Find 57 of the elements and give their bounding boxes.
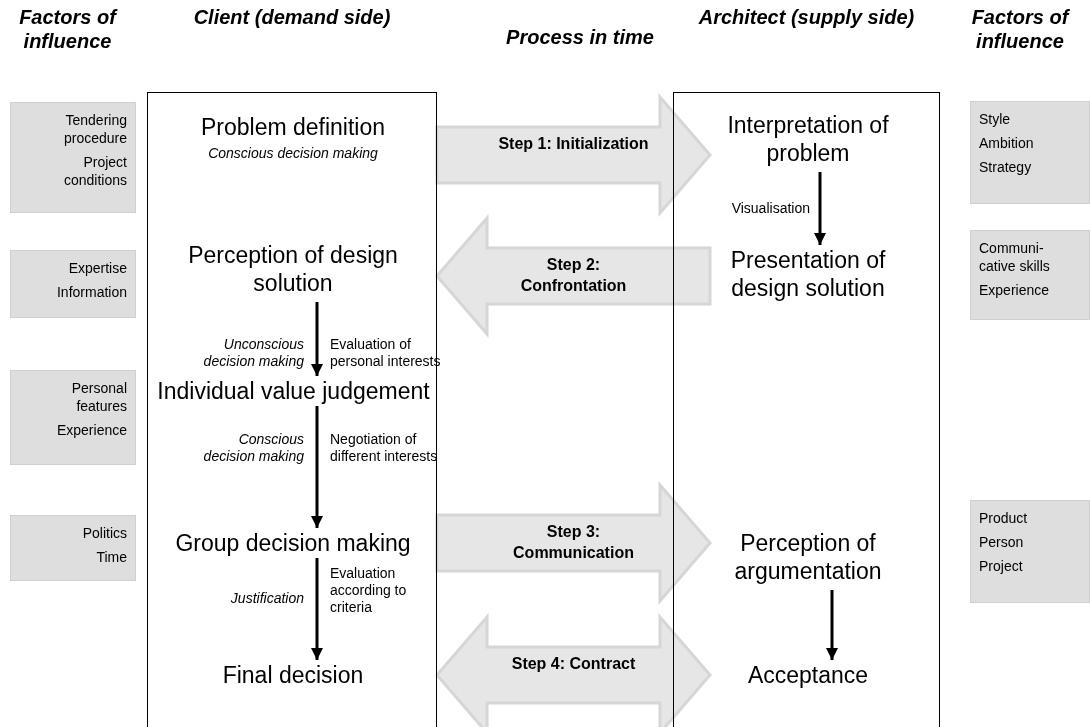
column-heading: Architect (supply side)	[697, 5, 916, 29]
factor-box	[10, 102, 136, 213]
column-heading: Factors of influence	[18, 5, 119, 53]
factor-text: Strategy	[979, 158, 1033, 176]
arrow	[311, 406, 323, 528]
stage-title: Perception of design solution	[187, 241, 399, 297]
edge-label: Justification	[229, 590, 304, 607]
block-arrow	[435, 612, 712, 727]
factor-text: Experience	[55, 421, 127, 439]
stage-title: Acceptance	[746, 661, 870, 689]
annotation-text: Evaluation according to criteria	[330, 565, 408, 616]
factor-box	[10, 515, 136, 581]
edge-label: Step 2: Confrontation	[519, 255, 628, 296]
stage-title: Interpretation of problem	[726, 111, 890, 167]
column-heading: Factors of influence	[970, 5, 1071, 53]
factor-box	[970, 101, 1090, 204]
factor-text: Tendering procedure	[62, 111, 127, 147]
factor-text: Experience	[979, 281, 1051, 299]
factor-box	[10, 250, 136, 318]
edge-label: Conscious decision making	[202, 431, 304, 465]
stage-title: Group decision making	[174, 529, 412, 557]
arrow	[826, 590, 838, 660]
arrow	[311, 302, 323, 376]
stage-title: Problem definition	[199, 113, 387, 141]
factor-box	[970, 500, 1090, 603]
factor-text: Product	[979, 509, 1029, 527]
factor-text: Project conditions	[62, 153, 127, 189]
stage-title: Presentation of design solution	[729, 246, 887, 302]
edge-label: Step 1: Initialization	[497, 134, 650, 154]
factor-text: Person	[979, 533, 1025, 551]
block-arrow	[435, 213, 712, 339]
note-text: Conscious decision making	[207, 145, 379, 161]
block-arrow	[435, 92, 712, 218]
factor-text: Ambition	[979, 134, 1035, 152]
edge-label: Unconscious decision making	[202, 336, 304, 370]
factor-text: Personal features	[70, 379, 127, 415]
factor-box	[970, 230, 1090, 320]
stage-title: Final decision	[221, 661, 365, 689]
edge-label: Step 3: Communication	[512, 522, 635, 563]
edge-label: Visualisation	[730, 200, 810, 217]
column-heading: Process in time	[505, 25, 655, 49]
block-arrow	[435, 480, 712, 606]
factor-text: Information	[55, 283, 127, 301]
factor-box	[10, 370, 136, 465]
arrow	[814, 172, 826, 245]
factor-text: Expertise	[67, 259, 127, 277]
edge-label: Step 4: Contract	[510, 654, 637, 674]
factor-text: Politics	[81, 524, 127, 542]
column-heading: Client (demand side)	[192, 5, 392, 29]
factor-text: Communi- cative skills	[979, 239, 1051, 275]
arrow	[311, 558, 323, 660]
stage-title: Individual value judgement	[156, 377, 431, 405]
factor-text: Style	[979, 110, 1012, 128]
annotation-text: Negotiation of different interests	[330, 431, 439, 465]
stage-title: Perception of argumentation	[733, 529, 883, 585]
factor-text: Project	[979, 557, 1024, 575]
factor-text: Time	[95, 548, 127, 566]
